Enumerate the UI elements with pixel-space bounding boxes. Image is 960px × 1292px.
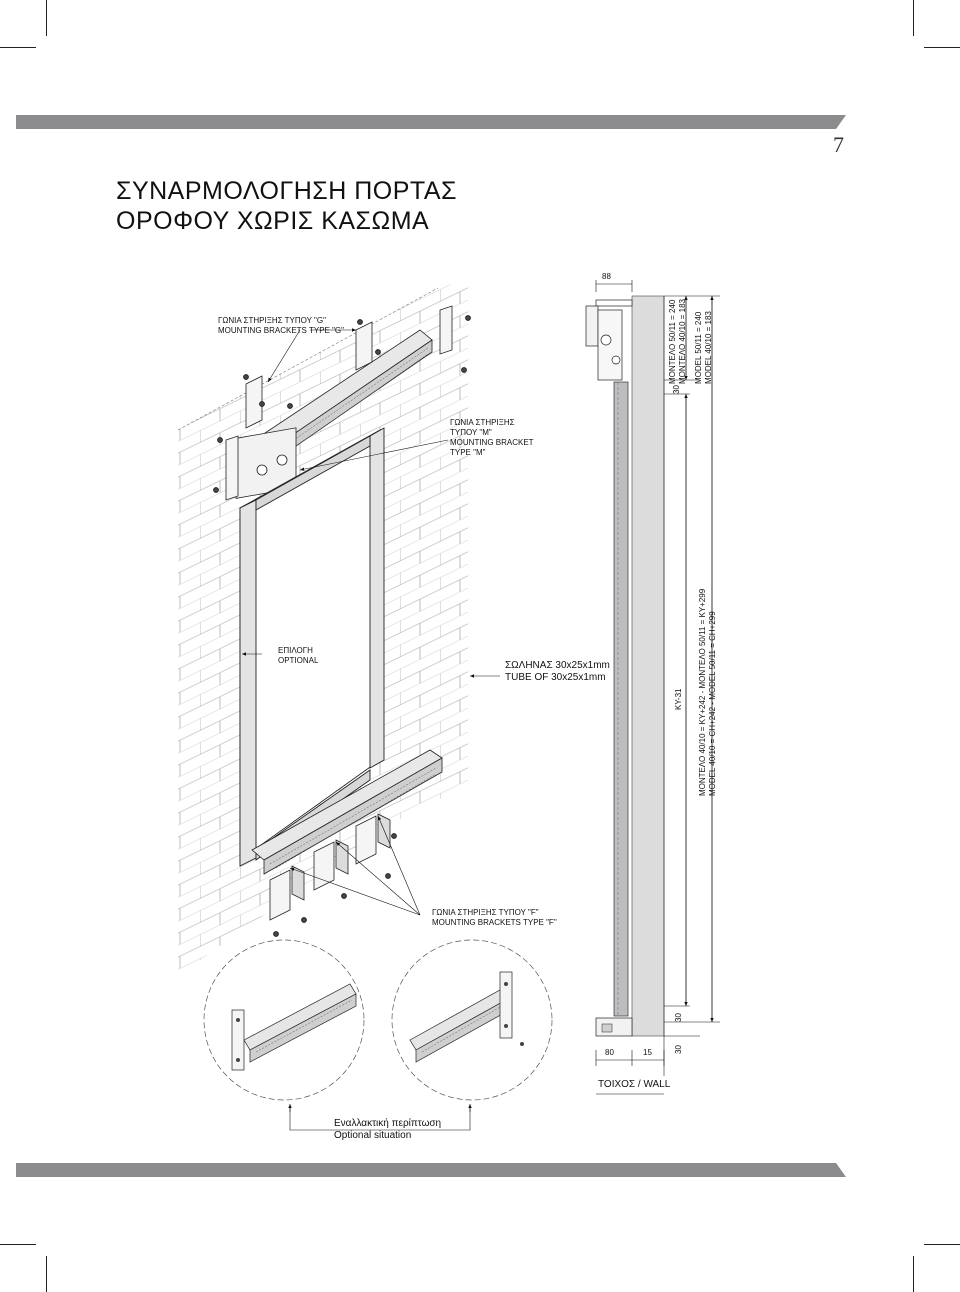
bottom-track	[251, 749, 443, 875]
crop-mark	[924, 1244, 960, 1245]
header-bar	[16, 115, 846, 129]
dim-header-heights-en: MODEL 50/11 = 240 MODEL 40/10 = 183	[694, 311, 713, 384]
page-number: 7	[833, 132, 844, 157]
title-line: ΣΥΝΑΡΜΟΛΟΓΗΣΗ ΠΟΡΤΑΣ	[116, 177, 457, 205]
label-alternative: Εναλλακτική περίπτωση Optional situation	[334, 1118, 442, 1141]
dim-bottom-mid: 15	[643, 1048, 652, 1057]
title-line: ΟΡΟΦΟΥ ΧΩΡΙΣ ΚΑΣΩΜΑ	[116, 207, 430, 235]
detail-circle-right	[391, 939, 553, 1101]
page-title: ΣΥΝΑΡΜΟΛΟΓΗΣΗ ΠΟΡΤΑΣ ΟΡΟΦΟΥ ΧΩΡΙΣ ΚΑΣΩΜΑ	[116, 176, 457, 236]
label-bracket-g: ΓΩΝΙΑ ΣΤΗΡΙΞΗΣ ΤΥΠΟΥ "G" MOUNTING BRACKE…	[218, 316, 344, 335]
crop-mark	[46, 0, 47, 36]
crop-mark	[913, 1256, 914, 1292]
top-track	[231, 329, 433, 499]
dim-top-width: 88	[602, 272, 611, 281]
dim-bottom-left: 80	[605, 1048, 614, 1057]
crop-mark	[46, 1256, 47, 1292]
dim-bottom-gap: 30	[674, 1013, 683, 1022]
screws	[213, 315, 471, 937]
label-optional: ΕΠΙΛΟΓΗ OPTIONAL	[278, 646, 319, 665]
alternative-arrows	[288, 1104, 472, 1131]
m-bracket	[225, 435, 239, 501]
dim-total-heights: ΜΟΝΤΕΛΟ 40/10 = KY+242 - ΜΟΝΤΕΛΟ 50/11 =…	[698, 588, 717, 796]
leader-lines	[242, 328, 500, 916]
label-bracket-m: ΓΩΝΙΑ ΣΤΗΡΙΞΗΣ ΤΥΠΟΥ "M" MOUNTING BRACKE…	[450, 418, 534, 457]
dim-height-ky: KY-31	[674, 688, 683, 711]
dim-bottom-gap-2: 30	[674, 1045, 683, 1054]
detail-circle-left	[203, 939, 365, 1101]
label-tube: ΣΩΛΗΝΑΣ 30x25x1mm TUBE OF 30x25x1mm	[505, 660, 610, 683]
footer-bar	[16, 1163, 846, 1177]
crop-mark	[924, 47, 960, 48]
g-bracket	[245, 305, 453, 429]
label-wall: ΤΟΙΧΟΣ / WALL	[598, 1079, 671, 1090]
dimension-lines	[595, 280, 720, 1095]
dim-header-heights: ΜΟΝΤΕΛΟ 50/11 = 240 ΜΟΝΤΕΛΟ 40/10 = 183	[668, 299, 687, 384]
crop-mark	[913, 0, 914, 36]
crop-mark	[0, 47, 36, 48]
section-view	[585, 295, 665, 1076]
dim-top-gap: 30	[672, 385, 681, 394]
crop-mark	[0, 1244, 36, 1245]
label-bracket-f: ΓΩΝΙΑ ΣΤΗΡΙΞΗΣ ΤΥΠΟΥ "F" MOUNTING BRACKE…	[432, 908, 557, 927]
f-bracket	[269, 813, 391, 921]
